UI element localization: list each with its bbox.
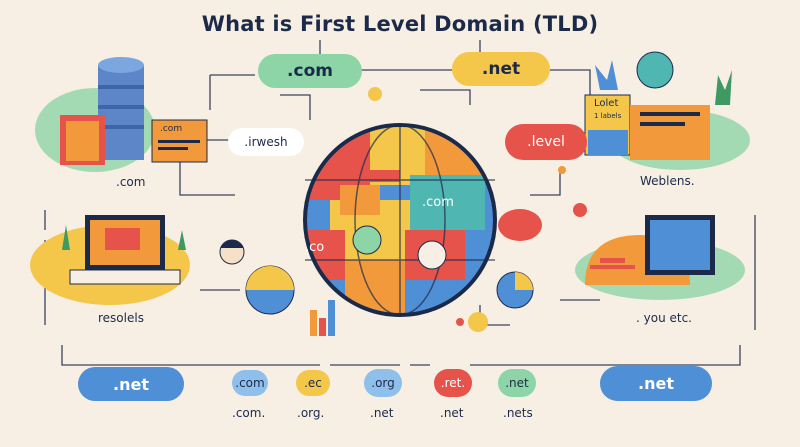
globe-illustration bbox=[303, 123, 497, 317]
net-pill: .net bbox=[452, 52, 550, 86]
tld-caption-com: .com. bbox=[232, 406, 266, 420]
building-illustration bbox=[575, 215, 745, 300]
section-label-mid-left: resolels bbox=[98, 311, 144, 325]
tld-caption-org: .org. bbox=[297, 406, 325, 420]
server-card-label: .com bbox=[160, 124, 183, 134]
bottom-net-pill-left: .net bbox=[78, 367, 184, 401]
server-stack-illustration bbox=[35, 57, 208, 172]
tld-caption-net-2: .net bbox=[440, 406, 464, 420]
irwesh-label: .irwesh bbox=[228, 128, 304, 156]
laptop-illustration bbox=[30, 215, 190, 305]
tld-circle-net: .net bbox=[498, 369, 536, 397]
tld-circle-com: .com bbox=[232, 370, 268, 396]
section-label-mid-right: . you etc. bbox=[636, 311, 692, 325]
panel-card-subtitle: 1 labels bbox=[594, 112, 622, 120]
section-label-top-right: Weblens. bbox=[640, 174, 695, 188]
tld-circle-ret: .ret. bbox=[434, 369, 472, 397]
globe-co-label: .co bbox=[305, 240, 325, 255]
com-pill: .com bbox=[258, 54, 362, 88]
decorative-elements bbox=[219, 87, 587, 336]
level-label: .level bbox=[505, 124, 587, 160]
tld-caption-net-1: .net bbox=[370, 406, 394, 420]
page-title: What is First Level Domain (TLD) bbox=[201, 12, 599, 36]
tld-circle-org: .org bbox=[364, 369, 402, 397]
panel-card-title: Lolet bbox=[594, 98, 619, 109]
tld-circle-ec: .ec bbox=[296, 370, 330, 396]
globe-com-label: .com bbox=[422, 195, 454, 210]
tld-caption-nets: .nets bbox=[503, 406, 533, 420]
bottom-net-pill-right: .net bbox=[600, 366, 712, 401]
web-panel-illustration bbox=[584, 51, 750, 170]
section-label-top-left: .com bbox=[116, 175, 146, 189]
